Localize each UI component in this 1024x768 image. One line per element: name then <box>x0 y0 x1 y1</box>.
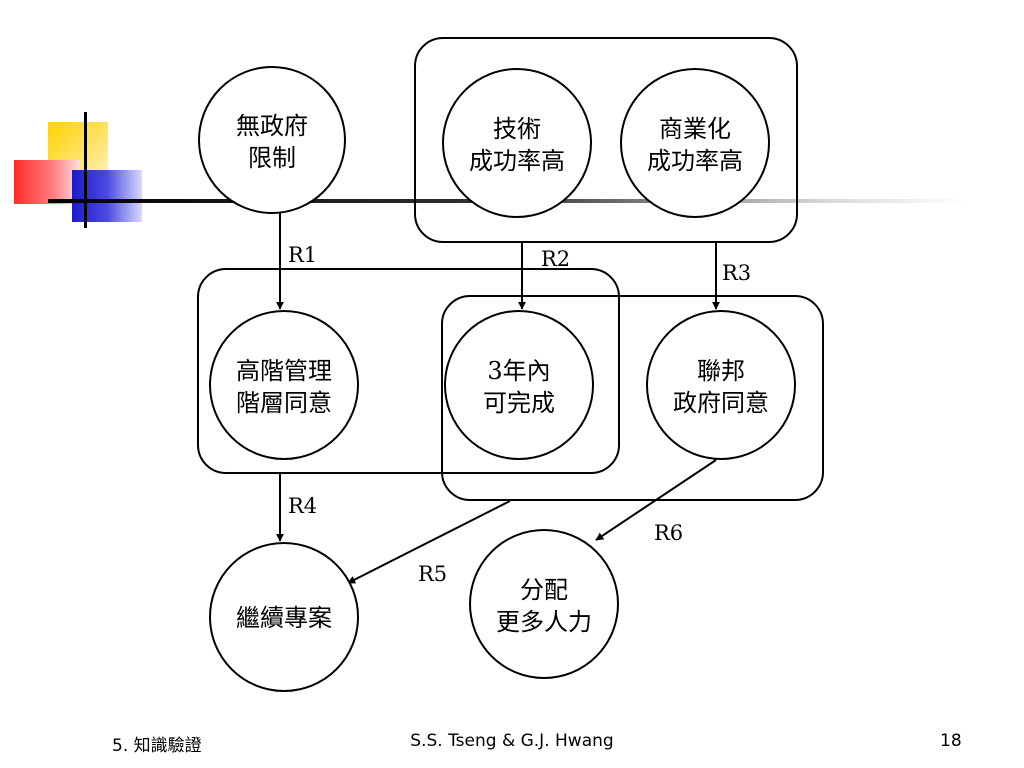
footer-page-number: 18 <box>940 731 962 751</box>
group-box-top <box>414 37 798 243</box>
node-label-line2: 成功率高 <box>647 147 743 175</box>
node-label-line2: 階層同意 <box>236 389 332 417</box>
node-label-line2: 政府同意 <box>673 389 769 417</box>
node-label-line2: 更多人力 <box>496 608 592 636</box>
rule-label-r2: R2 <box>541 247 570 271</box>
node-label-line1: 技術 <box>493 115 541 143</box>
node-technical-success: 技術 成功率高 <box>442 68 592 218</box>
footer-authors: S.S. Tseng & G.J. Hwang <box>410 731 614 751</box>
node-label-line1: 高階管理 <box>236 357 332 385</box>
node-allocate-more-manpower: 分配 更多人力 <box>469 529 619 679</box>
decor-vertical-line <box>84 112 87 228</box>
node-label-line1: 3年內 <box>487 357 550 385</box>
node-label-line1: 商業化 <box>659 115 731 143</box>
node-federal-government-approval: 聯邦 政府同意 <box>646 310 796 460</box>
node-senior-management-approval: 高階管理 階層同意 <box>209 310 359 460</box>
group-box-right <box>441 295 824 501</box>
footer-section-title: 5. 知識驗證 <box>112 736 202 756</box>
node-label-line1: 聯邦 <box>697 357 745 385</box>
group-box-left <box>197 268 620 474</box>
node-label-line1: 無政府 <box>236 112 308 140</box>
node-label-line2: 成功率高 <box>469 147 565 175</box>
node-complete-in-3-years: 3年內 可完成 <box>444 310 594 460</box>
node-label-line2: 可完成 <box>483 389 555 417</box>
rule-label-r3: R3 <box>722 261 751 285</box>
rule-label-r1: R1 <box>288 243 317 267</box>
decor-blue-square <box>72 170 142 222</box>
node-continue-project: 繼續專案 <box>209 542 359 692</box>
decor-red-square <box>14 160 80 204</box>
node-label-line2: 限制 <box>248 144 296 172</box>
rule-label-r4: R4 <box>288 494 317 518</box>
node-commercial-success: 商業化 成功率高 <box>620 68 770 218</box>
node-label-line1: 分配 <box>520 576 568 604</box>
node-label-line1: 繼續專案 <box>236 604 332 632</box>
edge-r6 <box>595 459 717 541</box>
rule-label-r5: R5 <box>418 562 447 586</box>
node-no-government-restriction: 無政府 限制 <box>198 66 346 214</box>
rule-label-r6: R6 <box>654 521 683 545</box>
edge-r5 <box>347 500 511 584</box>
